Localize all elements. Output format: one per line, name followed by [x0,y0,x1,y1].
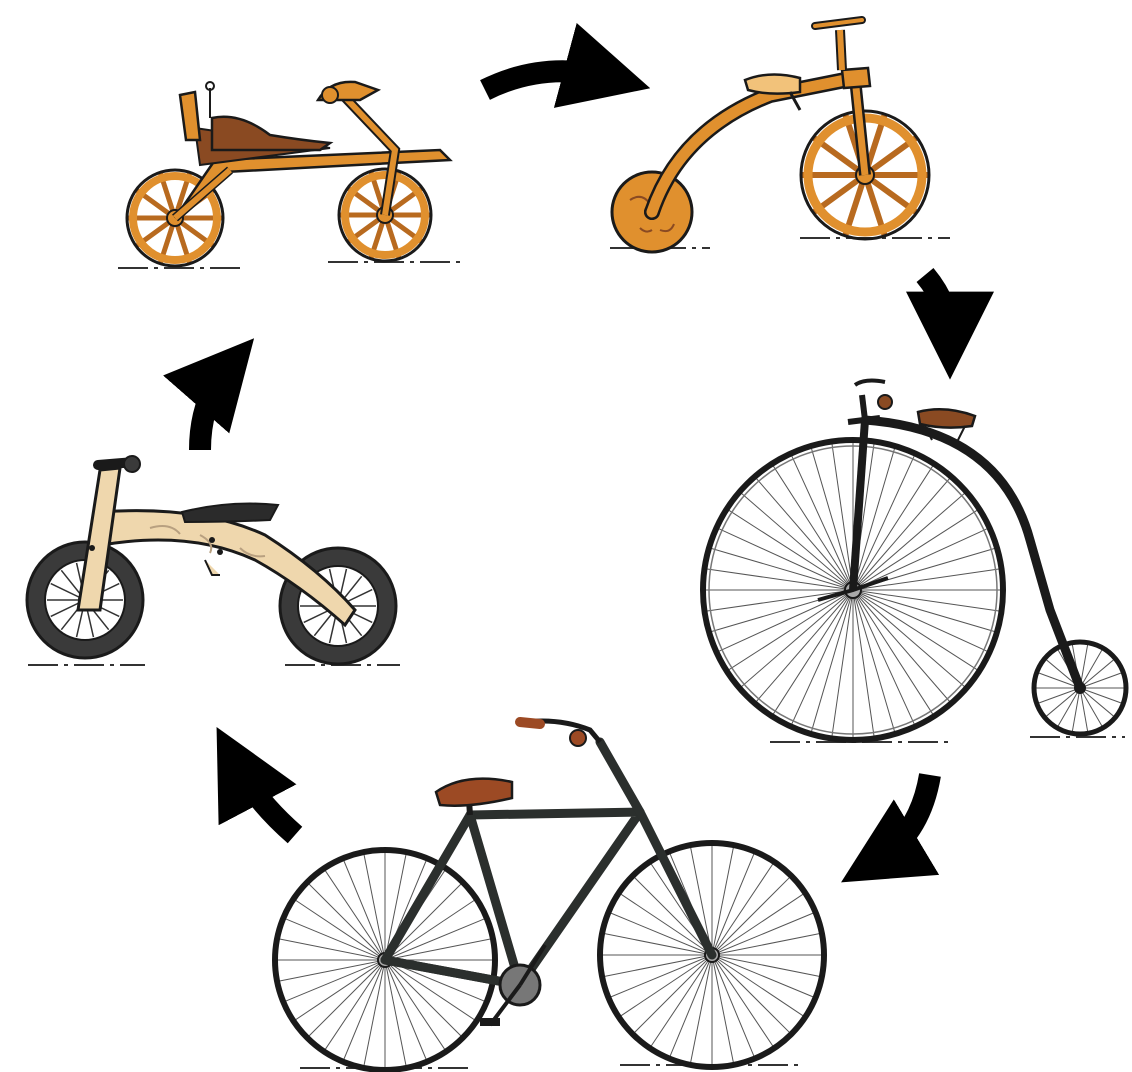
spoke [853,492,966,590]
wooden-velocipede-bicycle-icon [610,20,950,252]
spoke [709,548,853,590]
spoke [853,590,895,734]
spoke [853,590,997,632]
safety-bicycle-icon [275,721,824,1070]
spoke [1080,672,1123,688]
spoke [307,960,385,1038]
spoke [1080,688,1115,718]
spoke [740,492,853,590]
spoke [740,590,853,688]
spoke [811,446,853,590]
spoke [712,955,791,1034]
penny-farthing-bicycle-icon [703,381,1126,742]
arrow-safety-to-balance [235,762,295,835]
spoke [1080,688,1123,704]
wooden-draisine-bicycle-icon [118,82,460,268]
spoke [1045,688,1080,718]
arrow-pennyfarthing-to-safety [875,775,930,862]
spoke [853,590,966,688]
spoke [633,955,712,1034]
spoke [755,590,853,703]
wooden-balance-bike-icon [27,456,400,665]
spoke [853,590,951,703]
spoke [712,876,791,955]
spoke [811,590,853,734]
spoke [853,477,951,590]
spoke [1037,688,1080,704]
arrow-draisine-to-velocipede [485,71,612,90]
spoke [633,876,712,955]
spoke [307,882,385,960]
spoke [755,477,853,590]
arrow-velocipede-to-pennyfarthing [925,275,950,340]
arrow-balance-to-draisine [200,368,228,450]
spoke [1080,658,1115,688]
